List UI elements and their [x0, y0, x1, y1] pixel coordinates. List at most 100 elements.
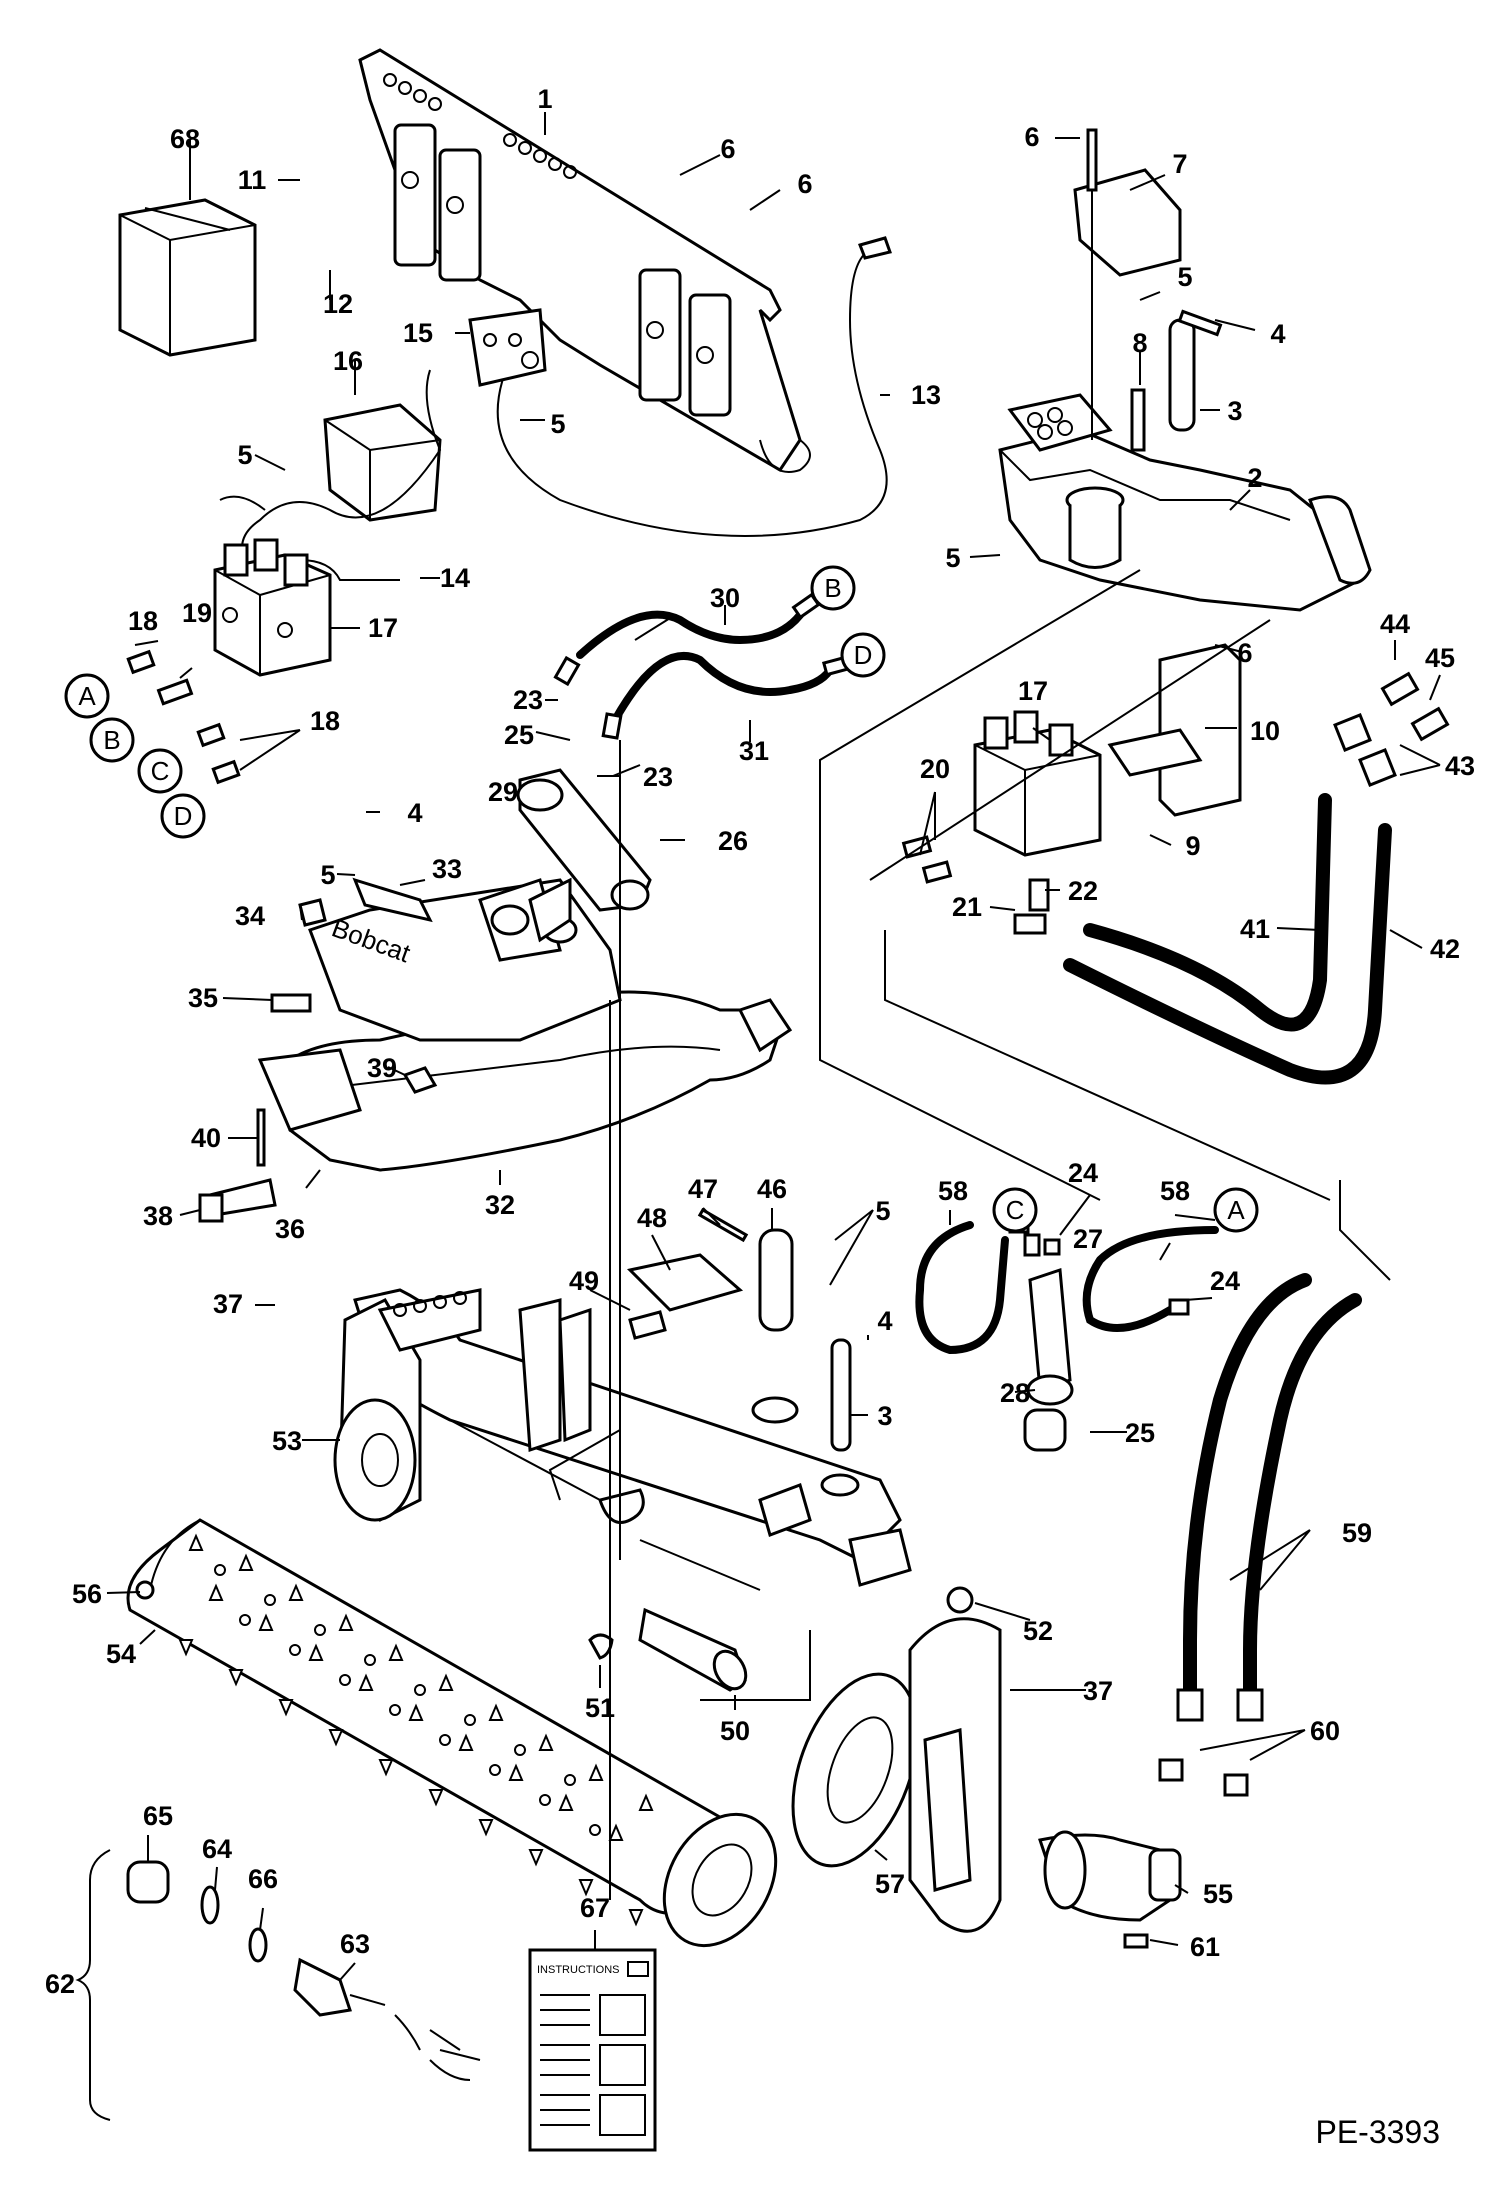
callout: 53 [272, 1426, 302, 1456]
part-cylinder-28 [1023, 1233, 1074, 1452]
callout: 17 [368, 613, 398, 643]
part-instructions: INSTRUCTIONS [528, 1948, 657, 2152]
callout: 5 [945, 543, 960, 573]
callout: 6 [720, 134, 735, 164]
callout: 6 [797, 169, 812, 199]
hose-59-a [1183, 1273, 1312, 1707]
callout: 58 [1160, 1176, 1190, 1206]
callout: 9 [1185, 831, 1200, 861]
part-pins-top [1086, 128, 1223, 452]
connector-letter: D [174, 801, 193, 831]
connector-letter: B [103, 725, 120, 755]
callout: 27 [1073, 1224, 1103, 1254]
callout: 5 [237, 440, 252, 470]
callout: 14 [440, 563, 470, 593]
part-fittings-18-19 [126, 649, 241, 785]
connector-letter: B [824, 573, 841, 603]
callout: 5 [875, 1196, 890, 1226]
part-mount-frame [358, 48, 811, 473]
callout: 25 [1125, 1418, 1155, 1448]
callout: 37 [213, 1289, 243, 1319]
callout: 39 [367, 1053, 397, 1083]
callout: 52 [1023, 1616, 1053, 1646]
callout: 11 [238, 165, 267, 195]
callout: 16 [333, 346, 363, 376]
connector-letter: C [151, 756, 170, 786]
callout: 55 [1203, 1879, 1233, 1909]
callout: 7 [1172, 149, 1187, 179]
instructions-label: INSTRUCTIONS [537, 1964, 620, 1976]
callout: 36 [275, 1214, 305, 1244]
callout: 10 [1250, 716, 1280, 746]
hose-58-right [1082, 1226, 1219, 1332]
callout: 13 [911, 380, 941, 410]
callout: 63 [340, 1929, 370, 1959]
part-bracket-7 [1073, 168, 1182, 277]
part-frame-53 [333, 1288, 912, 1587]
part-drum [126, 1518, 778, 1948]
callout: 12 [323, 289, 353, 319]
callout: 56 [72, 1579, 102, 1609]
callout: 49 [569, 1266, 599, 1296]
part-fittings-43-44-45 [1333, 671, 1450, 787]
callout: 68 [170, 124, 200, 154]
callout: 47 [688, 1174, 718, 1204]
callout: 57 [875, 1869, 905, 1899]
connector-letter: C [1006, 1195, 1025, 1225]
part-cover-16 [323, 403, 442, 522]
callout: 20 [920, 754, 950, 784]
part-fittings-60 [1158, 1688, 1264, 1797]
callout: 24 [1068, 1158, 1098, 1188]
callout: 43 [1445, 751, 1475, 781]
part-valve-17-left [213, 538, 332, 677]
part-lift-arm [257, 877, 793, 1172]
callout: 30 [710, 583, 740, 613]
hose-31 [611, 652, 834, 724]
callout: 19 [182, 598, 212, 628]
callout: 21 [952, 892, 982, 922]
callout: 3 [1227, 396, 1242, 426]
callout: 65 [143, 1801, 173, 1831]
callout-labels: 68 1 6 6 6 7 5 4 8 3 2 5 11 12 15 16 5 1… [45, 84, 1475, 1999]
drum-teeth [178, 1533, 654, 1927]
callout: 22 [1068, 876, 1098, 906]
callout: 18 [128, 606, 158, 636]
part-fittings-20-21-22 [901, 835, 1050, 935]
part-pin-50 [588, 1586, 974, 1692]
part-hardware-38-39-40 [198, 1066, 438, 1223]
callout: 40 [191, 1123, 221, 1153]
callout: 67 [580, 1893, 610, 1923]
callout: 32 [485, 1190, 515, 1220]
callout: 58 [938, 1176, 968, 1206]
callout: 46 [757, 1174, 787, 1204]
callout: 15 [403, 318, 433, 348]
part-pins-46-3 [697, 1207, 860, 1497]
part-motor-55 [1038, 1830, 1182, 1949]
callout: 61 [1190, 1932, 1220, 1962]
callout: 50 [720, 1716, 750, 1746]
callout: 23 [643, 762, 673, 792]
callout: 23 [513, 685, 543, 715]
callout: 48 [637, 1203, 667, 1233]
callout: 45 [1425, 643, 1455, 673]
callout: 29 [488, 777, 518, 807]
routing-lines [449, 569, 1391, 1900]
part-plate-48 [626, 1253, 744, 1340]
drawing-code: PE-3393 [1315, 2114, 1440, 2150]
callout: 1 [537, 84, 552, 114]
part-kit-62 [75, 1849, 481, 2121]
callout: 54 [106, 1639, 136, 1669]
callout: 4 [877, 1306, 892, 1336]
callout: 5 [550, 409, 565, 439]
connector-markers: A B C D C A B D [64, 565, 1259, 1233]
callout: 59 [1342, 1518, 1372, 1548]
hose-30 [576, 610, 804, 659]
callout: 5 [1177, 262, 1192, 292]
callout: 41 [1240, 914, 1270, 944]
part-side-plate [908, 1617, 1002, 1933]
callout: 24 [1210, 1266, 1240, 1296]
callout: 38 [143, 1201, 173, 1231]
callout: 8 [1132, 328, 1147, 358]
part-pivot-base [998, 393, 1372, 612]
